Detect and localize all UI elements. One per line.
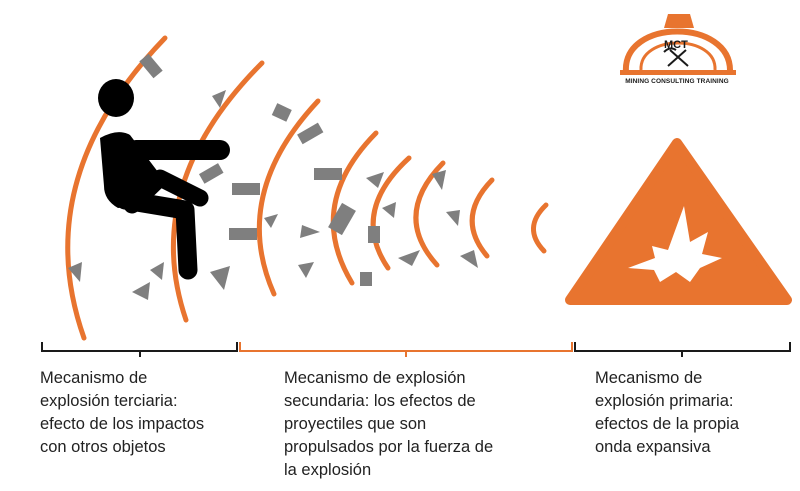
bracket-secondary	[239, 342, 573, 357]
fragment	[328, 202, 356, 236]
shock-wave-arc	[370, 155, 412, 271]
mct-logo: MCT	[620, 14, 736, 75]
bracket-tertiary	[41, 342, 238, 357]
shock-wave-arc	[469, 177, 495, 259]
person-leg-lower	[123, 169, 209, 214]
fragment	[298, 262, 314, 278]
logo-helmet-brim	[620, 70, 736, 75]
explosion-warning-icon	[565, 138, 792, 305]
shock-wave-arc	[65, 35, 168, 341]
label-tertiary-mechanism: Mecanismo de explosión terciaria: efecto…	[40, 369, 205, 456]
fragment	[264, 214, 278, 228]
logo-caption: MINING CONSULTING TRAINING	[625, 78, 729, 85]
logo-helmet-outer	[622, 28, 734, 73]
fragment	[460, 250, 478, 268]
person-head	[98, 79, 134, 117]
fragment	[446, 210, 460, 226]
fragment	[198, 163, 224, 184]
fragment	[229, 228, 257, 240]
fragment	[271, 103, 292, 122]
person-falling-icon	[98, 79, 230, 280]
pickaxe-shovel-icon	[663, 47, 689, 67]
label-secondary-mechanism: Mecanismo de explosión secundaria: los e…	[284, 369, 494, 479]
shock-wave-arc	[531, 202, 549, 254]
fragment	[368, 226, 380, 243]
fragment	[300, 225, 320, 238]
section-brackets	[41, 342, 791, 357]
logo-helmet-ridge	[664, 14, 694, 28]
shock-wave-arc	[256, 98, 321, 297]
fragment	[432, 170, 446, 190]
fragment	[232, 183, 260, 195]
fragment	[139, 53, 163, 79]
bracket-primary	[574, 342, 791, 357]
fragment	[366, 172, 384, 188]
fragment	[398, 250, 420, 266]
fragment	[210, 266, 230, 290]
fragment	[150, 262, 164, 280]
fragment	[314, 168, 342, 180]
fragment	[68, 262, 82, 282]
fragment	[212, 90, 226, 108]
shock-wave-arc	[330, 130, 379, 286]
fragment	[132, 282, 150, 300]
fragment	[382, 202, 396, 218]
label-primary-mechanism: Mecanismo de explosión primaria: efectos…	[595, 369, 740, 456]
fragments	[68, 53, 478, 300]
blast-burst	[628, 206, 722, 282]
fragment	[297, 122, 324, 145]
logo-helmet-inner	[639, 41, 717, 71]
fragment	[360, 272, 372, 286]
